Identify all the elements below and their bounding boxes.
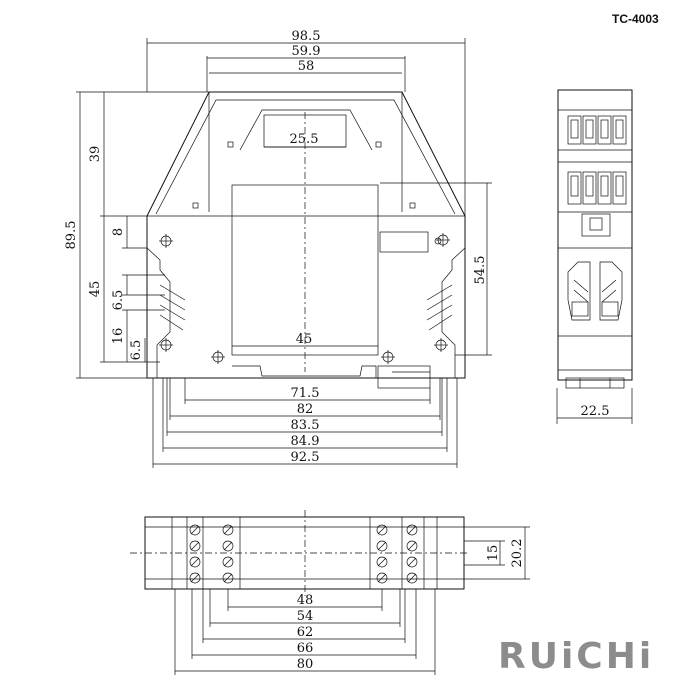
dim-89-5: 89.5	[64, 221, 79, 250]
dim-82: 82	[297, 402, 314, 417]
front-right-side-profile	[441, 247, 466, 378]
front-bottom-dimensions	[152, 378, 458, 468]
dim-45-inner: 45	[296, 332, 313, 347]
dim-66: 66	[297, 641, 314, 656]
front-main-window	[231, 184, 379, 356]
brand-logo: RUiCHi	[498, 636, 655, 677]
screw-icon	[189, 572, 201, 584]
screw-icon	[376, 524, 388, 536]
dim-39: 39	[88, 146, 103, 163]
screw-icon	[189, 556, 201, 568]
front-led-window	[379, 231, 429, 253]
screw-icon	[376, 556, 388, 568]
screw-icon	[406, 556, 418, 568]
screw-icon	[222, 524, 234, 536]
dim-54: 54	[297, 609, 314, 624]
top-view: 48 54 62 66 80 15 20.2	[130, 510, 530, 675]
dim-6-5-lower: 6.5	[129, 340, 144, 361]
front-left-side-profile	[146, 247, 171, 378]
dim-8: 8	[111, 228, 126, 236]
front-view: 98.5 59.9 58 25.5 45 89.5 39 8 45 6.5 16…	[64, 29, 492, 468]
dim-71-5: 71.5	[291, 386, 320, 401]
screw-icon	[376, 540, 388, 552]
top-bottom-dimensions	[174, 589, 436, 675]
front-mounting-hole	[436, 233, 450, 247]
side-view: 22.5	[556, 89, 633, 424]
dim-62: 62	[297, 625, 314, 640]
dim-59-9: 59.9	[292, 44, 321, 59]
front-mounting-hole	[211, 350, 225, 364]
front-mounting-hole	[159, 338, 173, 352]
front-top-window	[239, 109, 373, 151]
front-mounting-hole	[381, 350, 395, 364]
front-mounting-hole	[434, 338, 448, 352]
screw-icon	[376, 572, 388, 584]
front-left-dimensions	[76, 91, 209, 379]
dim-80: 80	[297, 657, 314, 672]
model-number: TC-4003	[612, 12, 659, 26]
dim-25-5: 25.5	[290, 132, 319, 147]
top-terminal-screws-right	[376, 524, 418, 584]
dim-54-5: 54.5	[473, 256, 488, 285]
screw-icon	[222, 556, 234, 568]
dim-20-2: 20.2	[510, 539, 525, 568]
front-top-dimensions	[146, 38, 466, 216]
screw-icon	[406, 524, 418, 536]
dim-83-5: 83.5	[291, 418, 320, 433]
screw-icon	[189, 540, 201, 552]
dim-16: 16	[111, 328, 126, 345]
top-right-dimensions	[464, 526, 530, 580]
dim-15: 15	[486, 545, 501, 562]
screw-icon	[222, 572, 234, 584]
side-body-outline	[557, 89, 633, 381]
side-terminal-block-upper	[567, 115, 627, 145]
screw-icon	[189, 524, 201, 536]
dim-6-5-upper: 6.5	[111, 290, 126, 311]
dim-98-5: 98.5	[292, 29, 321, 44]
dim-22-5: 22.5	[581, 404, 610, 419]
side-clip	[567, 261, 623, 321]
side-terminal-block-lower	[567, 171, 627, 205]
front-rail-latch	[377, 365, 431, 389]
screw-icon	[406, 572, 418, 584]
front-mounting-hole	[159, 234, 173, 248]
dim-48: 48	[297, 593, 314, 608]
top-terminal-screws-left	[189, 524, 234, 584]
front-din-rail-clip	[232, 365, 377, 378]
dim-84-9: 84.9	[291, 434, 320, 449]
dim-58: 58	[298, 59, 315, 74]
front-right-dimensions	[380, 182, 492, 356]
dim-45-left: 45	[88, 281, 103, 298]
front-inner-frame	[155, 99, 456, 215]
screw-icon	[222, 540, 234, 552]
screw-icon	[406, 540, 418, 552]
dim-92-5: 92.5	[291, 450, 320, 465]
